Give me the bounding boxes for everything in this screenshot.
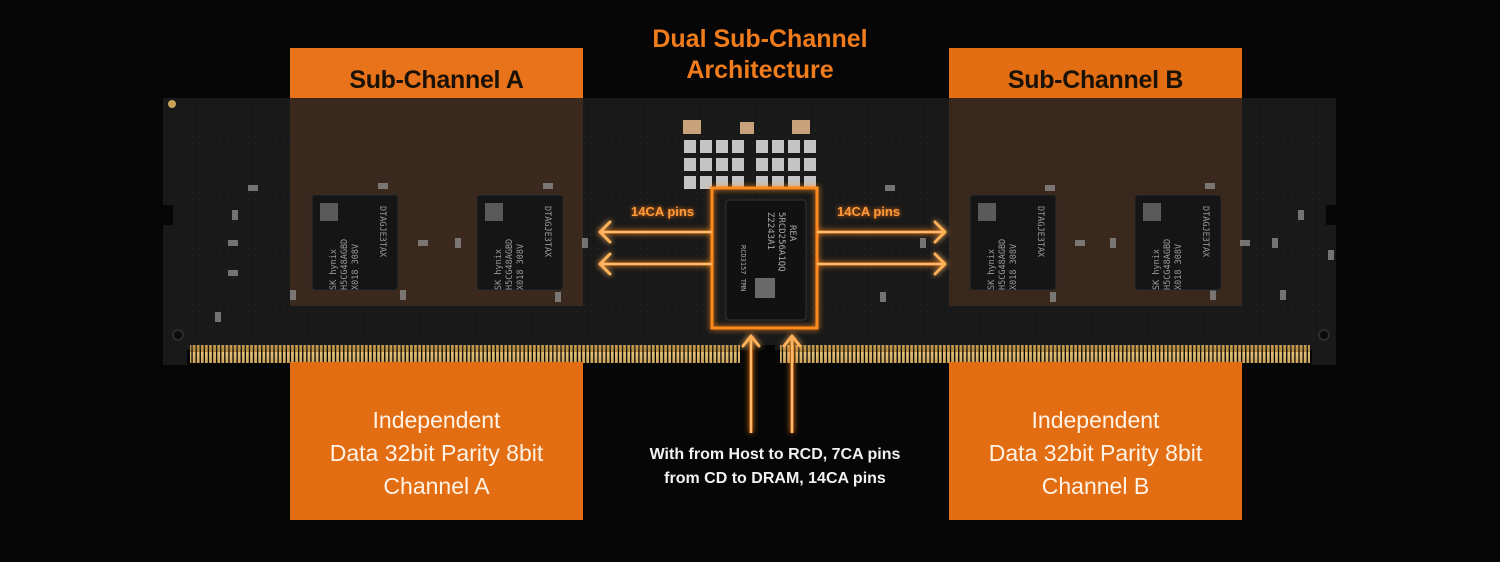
contact-pins-right bbox=[780, 345, 1310, 363]
resistor-array bbox=[683, 120, 816, 189]
arrowheads bbox=[598, 220, 947, 348]
dram-2-brand: SK hynix bbox=[494, 249, 504, 290]
sub-channel-a-info-panel: Independent Data 32bit Parity 8bit Chann… bbox=[290, 362, 583, 520]
channel-a-line3: Channel A bbox=[383, 473, 490, 499]
dram-1-brand: SK hynix bbox=[329, 249, 339, 290]
rcd-line2: 5RCD256A1QQ bbox=[776, 212, 786, 272]
diagram-title: Dual Sub-Channel Architecture bbox=[600, 24, 920, 86]
rcd-line3: Z2243A1 bbox=[765, 212, 775, 250]
channel-b-line2: Data 32bit Parity 8bit bbox=[988, 440, 1203, 466]
channel-a-line2: Data 32bit Parity 8bit bbox=[329, 440, 544, 466]
dram-1-lot: DTAGJE3TAX bbox=[377, 206, 387, 258]
rcd-line4: RCD3157 TMN bbox=[739, 245, 747, 291]
dram-4-brand: SK hynix bbox=[1152, 249, 1162, 290]
channel-b-line1: Independent bbox=[1031, 407, 1160, 433]
channel-a-line1: Independent bbox=[372, 407, 501, 433]
dram-2-part: H5CG48AGBD bbox=[505, 239, 515, 290]
dram-1-part: H5CG48AGBD bbox=[340, 239, 350, 290]
rcd-chip: REA 5RCD256A1QQ Z2243A1 RCD3157 TMN bbox=[725, 199, 807, 321]
contact-pins-left bbox=[190, 345, 740, 363]
rcd-line1: REA bbox=[787, 225, 797, 242]
sub-channel-b-info-panel: Independent Data 32bit Parity 8bit Chann… bbox=[949, 362, 1242, 520]
dram-1-code: X018 308V bbox=[351, 244, 361, 290]
host-rcd-note: With from Host to RCD, 7CA pins from CD … bbox=[600, 443, 950, 491]
dram-chip-4 bbox=[1134, 194, 1222, 291]
dram-2-lot: DTAGJE3TAX bbox=[542, 206, 552, 258]
pins-label-right: 14CA pins bbox=[837, 204, 901, 219]
dram-chip-2 bbox=[476, 194, 564, 291]
dram-3-lot: DTAGJE3TAX bbox=[1035, 206, 1045, 258]
channel-b-line3: Channel B bbox=[1041, 473, 1150, 499]
dram-3-code: X018 308V bbox=[1009, 244, 1019, 290]
dram-3-part: H5CG48AGBD bbox=[998, 239, 1008, 290]
title-line2: Architecture bbox=[686, 56, 834, 84]
dram-4-code: X018 308V bbox=[1174, 244, 1184, 290]
dram-4-lot: DTAGJE3TAX bbox=[1200, 206, 1210, 258]
dram-4-part: H5CG48AGBD bbox=[1163, 239, 1173, 290]
dram-chip-1 bbox=[311, 194, 399, 291]
dram-chip-3 bbox=[969, 194, 1057, 291]
pins-label-left: 14CA pins bbox=[631, 204, 695, 219]
sub-channel-b-title: Sub-Channel B bbox=[1007, 66, 1184, 94]
dram-2-code: X018 308V bbox=[516, 244, 526, 290]
dram-3-brand: SK hynix bbox=[987, 249, 997, 290]
title-line1: Dual Sub-Channel bbox=[652, 25, 868, 53]
sub-channel-a-title: Sub-Channel A bbox=[349, 66, 524, 94]
note-line1: With from Host to RCD, 7CA pins bbox=[649, 446, 901, 463]
note-line2: from CD to DRAM, 14CA pins bbox=[664, 470, 886, 487]
